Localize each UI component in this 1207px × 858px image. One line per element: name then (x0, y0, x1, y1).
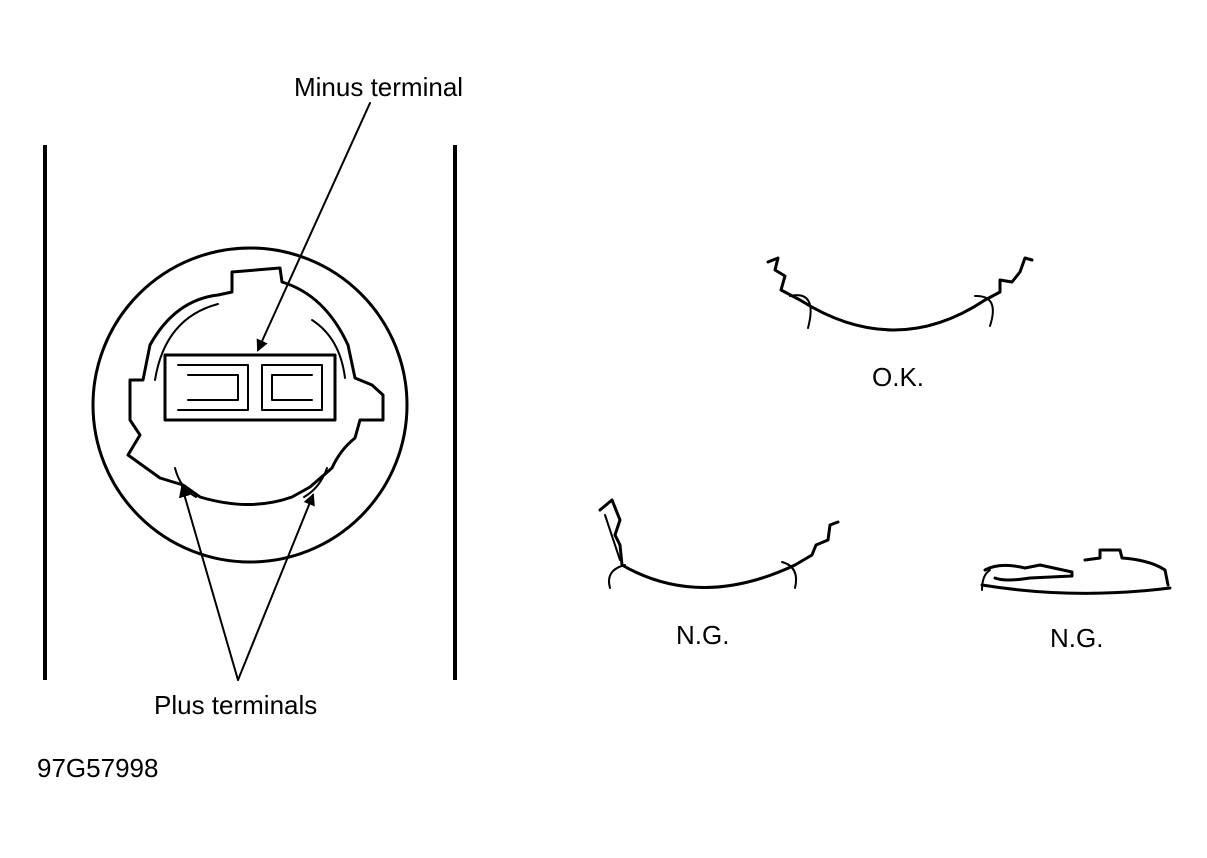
minus-terminal-clip-left (177, 364, 249, 411)
figure-id-label: 97G57998 (37, 753, 159, 783)
contact-ng-left (598, 498, 840, 589)
contact-ng-left-hook-left (608, 564, 626, 589)
minus-terminal-arrow (256, 102, 371, 352)
contact-ok-spring (766, 256, 1034, 332)
minus-terminal-clip-right (261, 364, 323, 411)
contact-ng-left-spring (598, 498, 840, 589)
contact-ng-right-hook-left (981, 569, 991, 591)
contact-ng-left-bent-tab (604, 514, 621, 561)
contact-ng-right (980, 548, 1172, 595)
contact-ok (766, 256, 1034, 332)
ng-right-label: N.G. (1050, 623, 1104, 653)
contact-ng-right-flat-tab-left (983, 563, 1074, 582)
contact-ng-right-spring (980, 583, 1172, 595)
socket-inner-arc-right (311, 319, 346, 379)
socket-inner-arc-left (154, 303, 219, 381)
minus-terminal-label: Minus terminal (294, 72, 464, 102)
contact-ng-right-flat-tab-right (1083, 548, 1170, 587)
socket-outer-ring (91, 246, 409, 564)
socket-inner-body (126, 266, 385, 506)
contact-ok-hook-left (789, 294, 812, 329)
contact-ng-left-hook-right (781, 561, 798, 589)
minus-terminal-block (163, 353, 337, 422)
ok-label: O.K. (872, 362, 925, 392)
plus-terminal-arrow-right (237, 493, 315, 681)
plus-terminals-label: Plus terminals (154, 690, 318, 720)
contact-ok-hook-right (974, 294, 994, 327)
ng-left-label: N.G. (676, 620, 730, 650)
bulb-socket (91, 246, 409, 564)
plus-terminal-arrow-left (179, 485, 239, 681)
